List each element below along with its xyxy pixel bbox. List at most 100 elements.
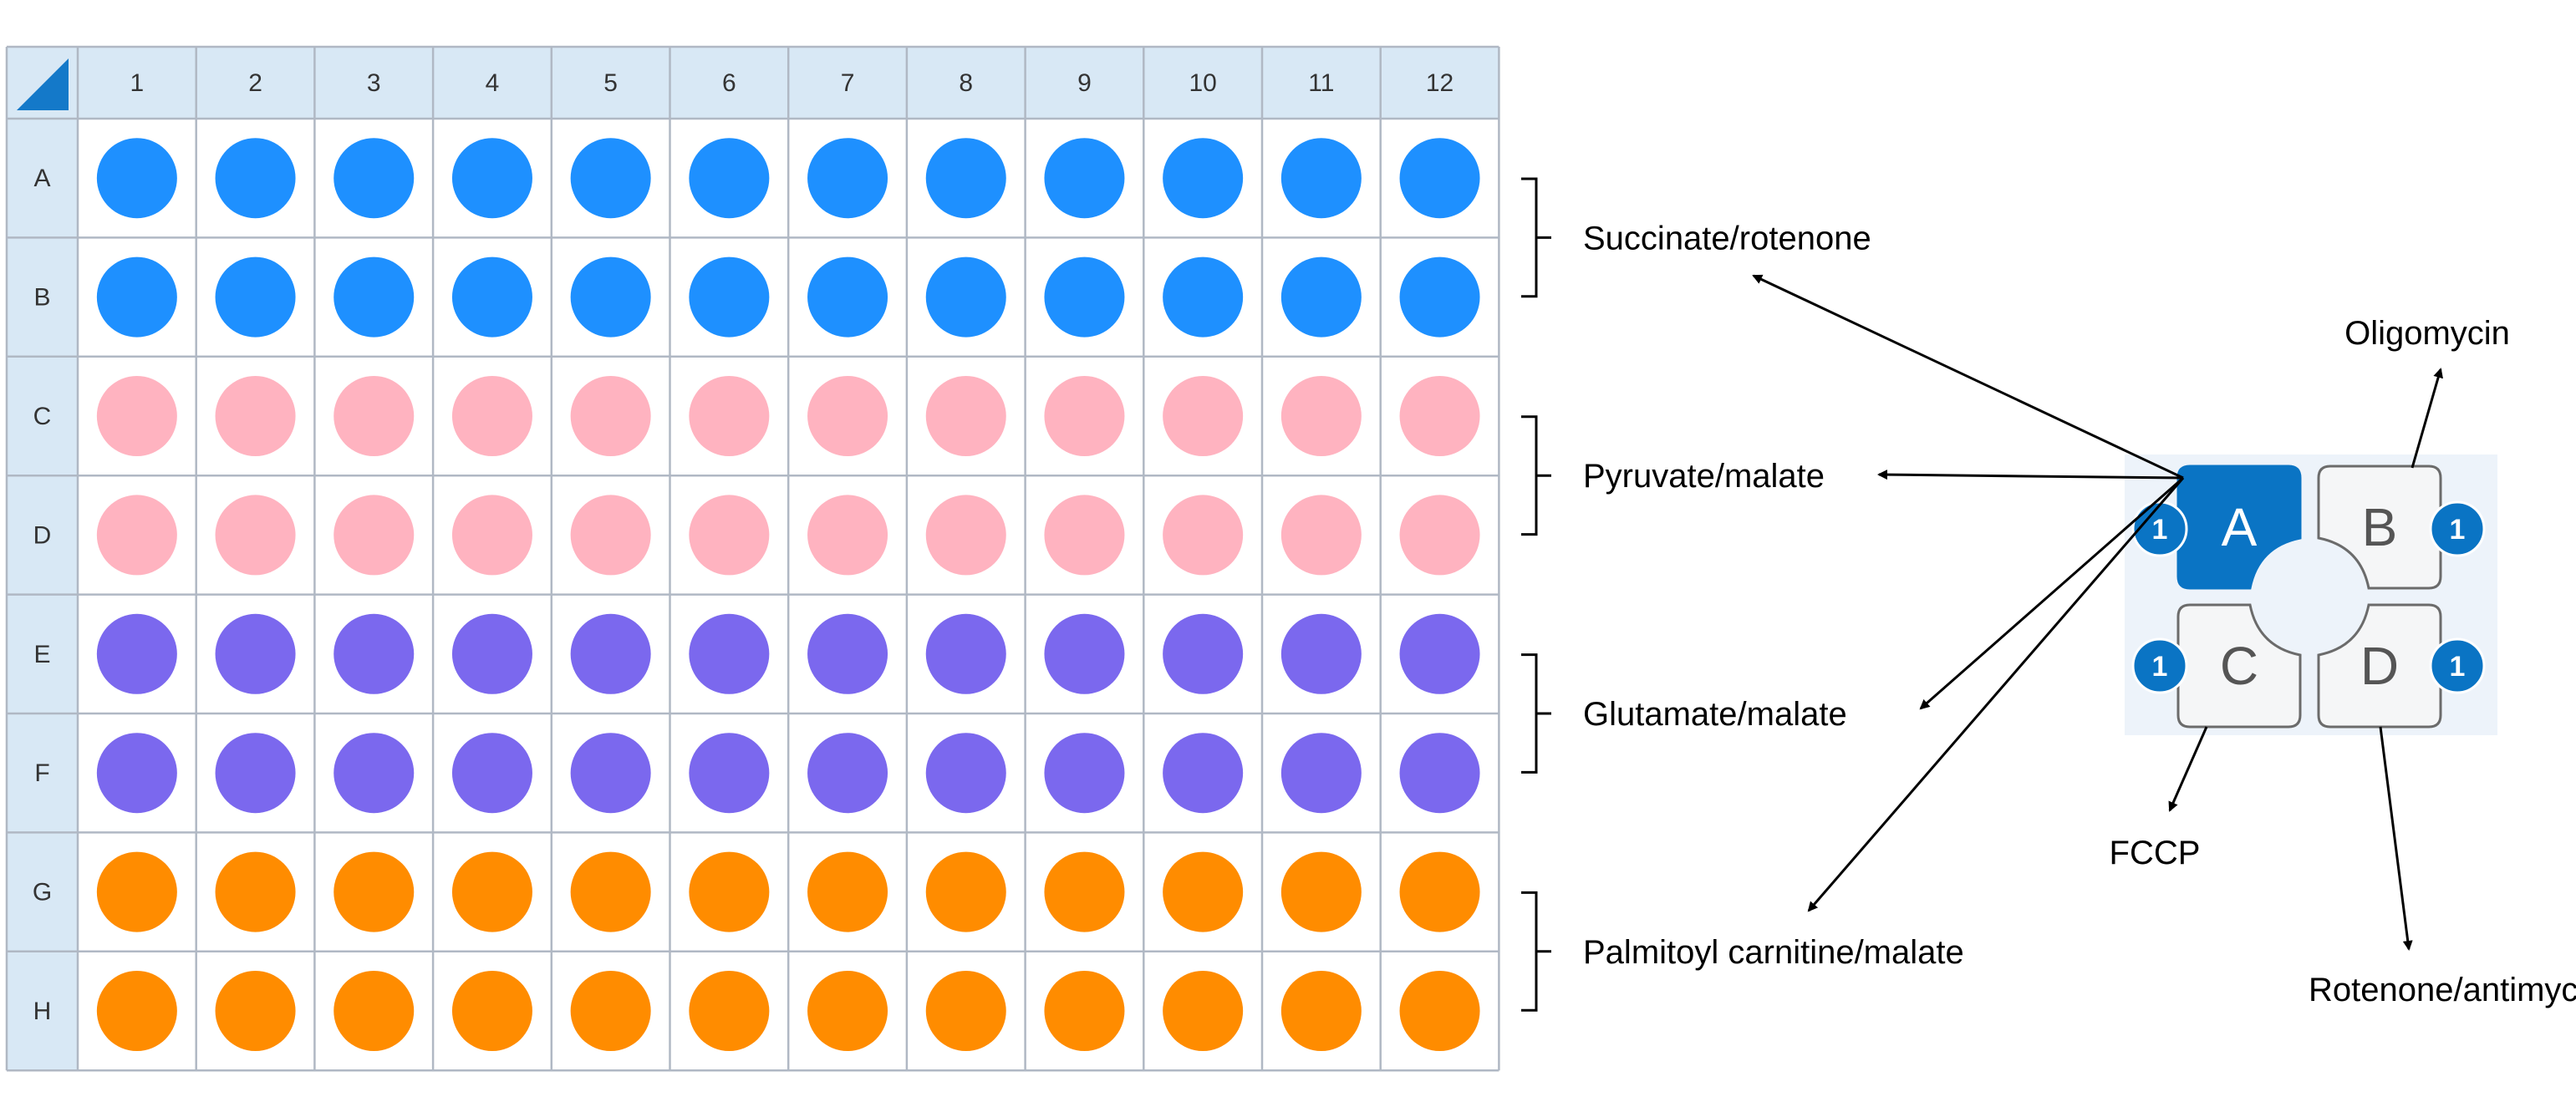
well-G5[interactable] [570,851,651,932]
column-header-4[interactable]: 4 [486,69,500,97]
well-H5[interactable] [570,971,651,1051]
row-header-B[interactable]: B [33,284,50,312]
column-header-5[interactable]: 5 [603,69,618,97]
well-C9[interactable] [1044,376,1125,456]
well-A10[interactable] [1163,138,1244,219]
well-H7[interactable] [807,971,888,1051]
well-F12[interactable] [1399,733,1480,814]
well-F1[interactable] [96,733,177,814]
well-E9[interactable] [1044,613,1125,694]
well-E1[interactable] [96,613,177,694]
well-C6[interactable] [689,376,770,456]
well-C7[interactable] [807,376,888,456]
row-header-F[interactable]: F [34,759,49,787]
well-D12[interactable] [1399,495,1480,576]
well-C2[interactable] [215,376,296,456]
well-D7[interactable] [807,495,888,576]
well-B4[interactable] [451,256,532,338]
well-A1[interactable] [96,138,177,219]
well-E5[interactable] [570,613,651,694]
well-F9[interactable] [1044,733,1125,814]
well-C1[interactable] [96,376,177,456]
well-D1[interactable] [96,495,177,576]
well-D4[interactable] [451,495,532,576]
well-F8[interactable] [925,733,1006,814]
well-B10[interactable] [1163,256,1244,338]
well-B9[interactable] [1044,256,1125,338]
well-G6[interactable] [689,851,770,932]
well-F4[interactable] [451,733,532,814]
well-C3[interactable] [333,376,415,456]
well-H1[interactable] [96,971,177,1051]
column-header-3[interactable]: 3 [367,69,381,97]
well-A6[interactable] [689,138,770,219]
well-B7[interactable] [807,256,888,338]
row-header-D[interactable]: D [33,521,52,549]
well-D8[interactable] [925,495,1006,576]
well-G7[interactable] [807,851,888,932]
well-A12[interactable] [1399,138,1480,219]
well-B3[interactable] [333,256,415,338]
well-A7[interactable] [807,138,888,219]
well-G11[interactable] [1280,851,1362,932]
well-D11[interactable] [1280,495,1362,576]
column-header-12[interactable]: 12 [1426,69,1453,97]
well-E7[interactable] [807,613,888,694]
well-C10[interactable] [1163,376,1244,456]
well-C12[interactable] [1399,376,1480,456]
row-header-H[interactable]: H [33,998,52,1025]
well-H11[interactable] [1280,971,1362,1051]
well-B11[interactable] [1280,256,1362,338]
well-A9[interactable] [1044,138,1125,219]
well-D2[interactable] [215,495,296,576]
well-H4[interactable] [451,971,532,1051]
well-B5[interactable] [570,256,651,338]
well-H10[interactable] [1163,971,1244,1051]
well-F7[interactable] [807,733,888,814]
port-c-button[interactable]: C1 [2131,603,2302,729]
well-B12[interactable] [1399,256,1480,338]
well-B6[interactable] [689,256,770,338]
well-A11[interactable] [1280,138,1362,219]
column-header-8[interactable]: 8 [959,69,973,97]
well-C5[interactable] [570,376,651,456]
well-H12[interactable] [1399,971,1480,1051]
well-F2[interactable] [215,733,296,814]
well-A8[interactable] [925,138,1006,219]
well-E2[interactable] [215,613,296,694]
well-F11[interactable] [1280,733,1362,814]
well-C8[interactable] [925,376,1006,456]
well-G4[interactable] [451,851,532,932]
select-all-corner-icon[interactable] [17,58,69,110]
well-G10[interactable] [1163,851,1244,932]
well-D9[interactable] [1044,495,1125,576]
row-header-E[interactable]: E [33,641,50,668]
well-B1[interactable] [96,256,177,338]
well-H8[interactable] [925,971,1006,1051]
column-header-2[interactable]: 2 [248,69,262,97]
well-G8[interactable] [925,851,1006,932]
column-header-11[interactable]: 11 [1308,69,1334,97]
well-F6[interactable] [689,733,770,814]
column-header-10[interactable]: 10 [1189,69,1216,97]
well-H2[interactable] [215,971,296,1051]
well-F3[interactable] [333,733,415,814]
column-header-9[interactable]: 9 [1077,69,1092,97]
well-E11[interactable] [1280,613,1362,694]
row-header-G[interactable]: G [33,879,52,906]
well-F10[interactable] [1163,733,1244,814]
well-D5[interactable] [570,495,651,576]
well-G1[interactable] [96,851,177,932]
row-header-A[interactable]: A [33,165,50,192]
well-A3[interactable] [333,138,415,219]
well-B2[interactable] [215,256,296,338]
well-C4[interactable] [451,376,532,456]
row-header-C[interactable]: C [33,403,52,430]
well-C11[interactable] [1280,376,1362,456]
well-E10[interactable] [1163,613,1244,694]
well-G12[interactable] [1399,851,1480,932]
well-A2[interactable] [215,138,296,219]
well-H6[interactable] [689,971,770,1051]
